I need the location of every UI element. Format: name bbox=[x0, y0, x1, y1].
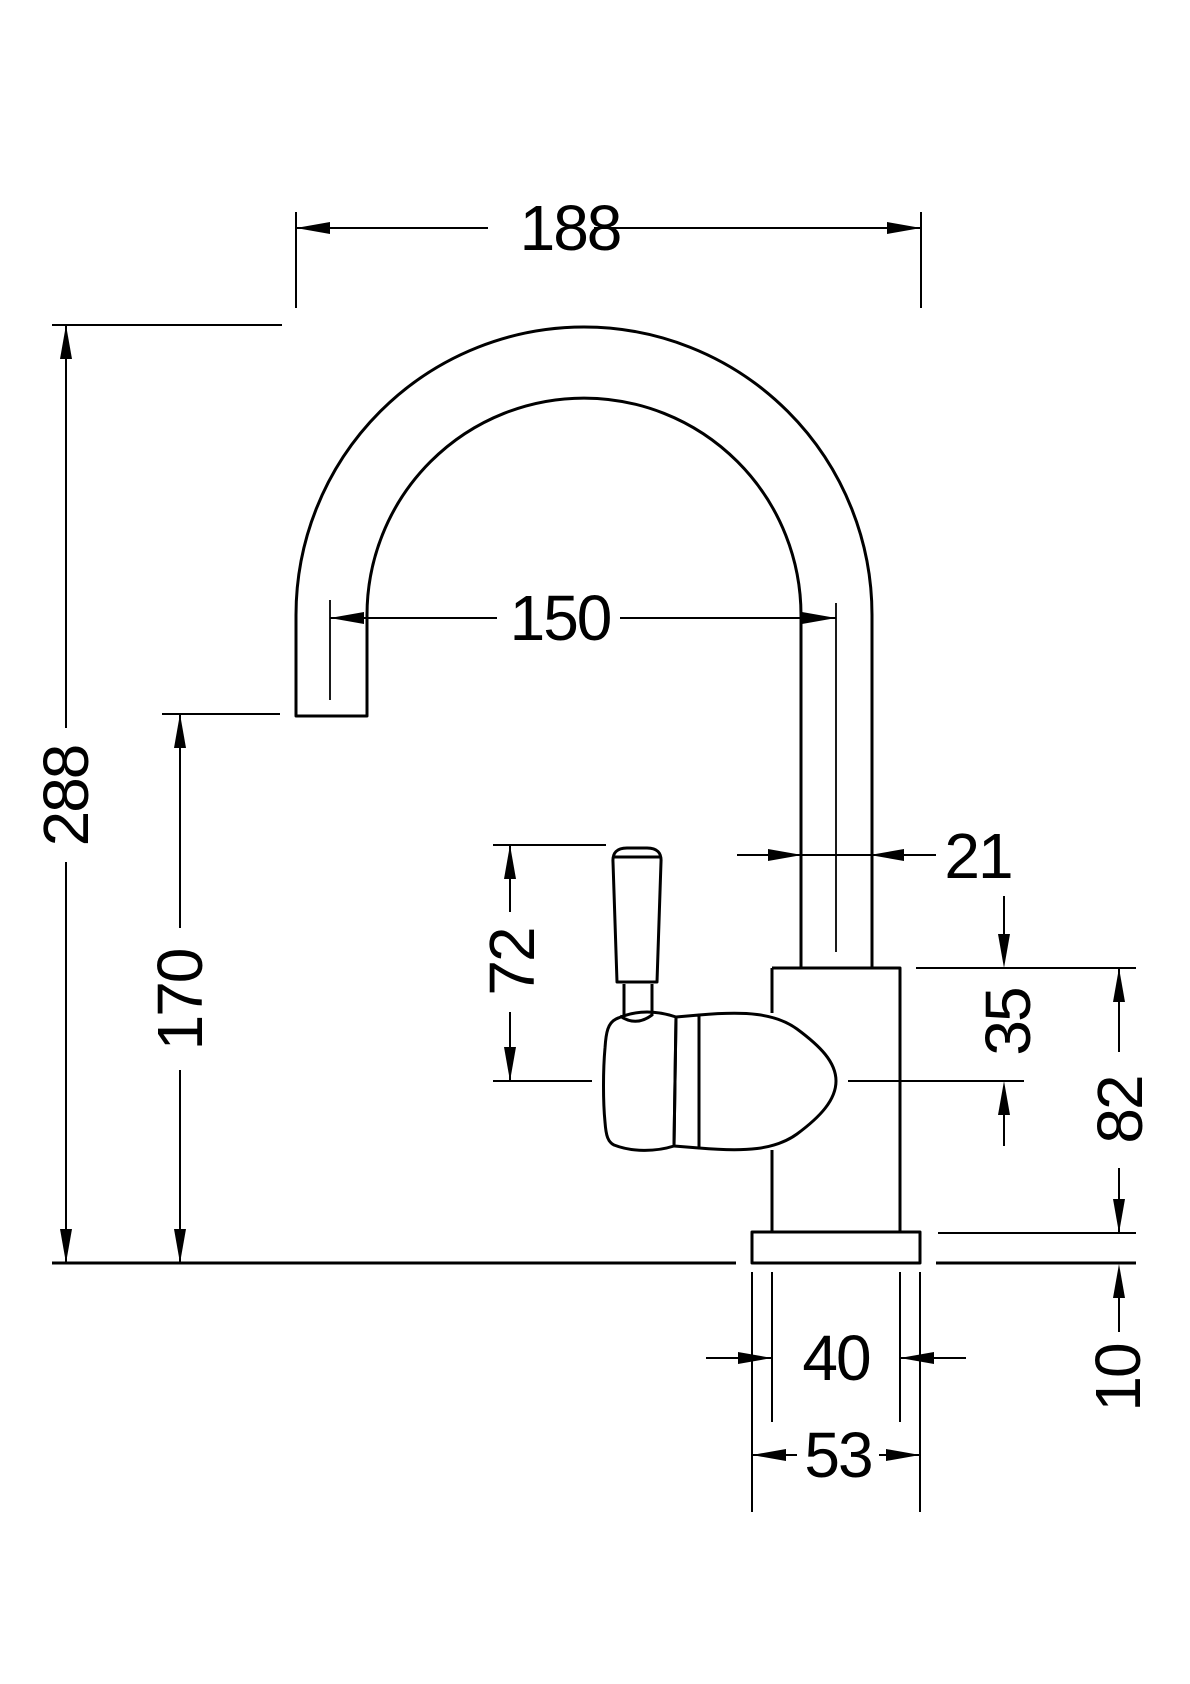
dim-150-arrow-left bbox=[330, 612, 364, 624]
dim-170-arrow-bottom bbox=[174, 1229, 186, 1263]
dim-21-arrow-right bbox=[870, 849, 904, 861]
dim-21-arrow-left bbox=[768, 849, 802, 861]
dim-53-arrow-right bbox=[886, 1449, 920, 1461]
dim-label-72: 72 bbox=[476, 928, 548, 995]
dim-82-arrow-top bbox=[1113, 968, 1125, 1002]
dim-40-arrow-right bbox=[900, 1352, 934, 1364]
dim-170-arrow-top bbox=[174, 714, 186, 748]
extension-lines bbox=[52, 212, 1136, 1512]
dim-188-arrow-left bbox=[296, 222, 330, 234]
dim-label-40: 40 bbox=[802, 1322, 870, 1394]
dim-35-arrow-bottom bbox=[998, 1081, 1010, 1115]
dim-288-arrow-top bbox=[60, 325, 72, 359]
dim-label-188: 188 bbox=[520, 192, 621, 264]
dim-label-150: 150 bbox=[510, 582, 611, 654]
dimension-lines bbox=[60, 222, 1125, 1461]
dim-150-arrow-right bbox=[802, 612, 836, 624]
dim-label-53: 53 bbox=[804, 1419, 871, 1491]
dim-label-35: 35 bbox=[972, 988, 1044, 1055]
dim-72-arrow-bottom bbox=[504, 1047, 516, 1081]
dim-82-arrow-bottom bbox=[1113, 1199, 1125, 1233]
base-plate-outline bbox=[750, 1230, 922, 1265]
dim-188-arrow-right bbox=[887, 222, 921, 234]
dim-label-10: 10 bbox=[1082, 1344, 1154, 1412]
dimension-labels: 188 150 21 40 53 288 170 72 35 82 10 bbox=[30, 192, 1156, 1491]
dim-label-21: 21 bbox=[944, 820, 1011, 892]
handle-lever-outline bbox=[611, 846, 663, 984]
handle-hub-outline bbox=[602, 1010, 678, 1152]
dim-40-arrow-left bbox=[738, 1352, 772, 1364]
body-column-outline bbox=[772, 966, 902, 1232]
cartridge-dome-outline bbox=[697, 1011, 838, 1152]
dim-72-arrow-top bbox=[504, 845, 516, 879]
dim-53-arrow-left bbox=[752, 1449, 786, 1461]
dim-10-arrow bbox=[1113, 1264, 1125, 1298]
valve-collar-outline bbox=[672, 1013, 701, 1150]
handle-hub-stem-dip bbox=[619, 1013, 653, 1023]
faucet-outline bbox=[52, 325, 1136, 1265]
dim-label-170: 170 bbox=[144, 949, 216, 1050]
handle-stem-outline bbox=[622, 984, 654, 1016]
spout-gooseneck-outline bbox=[294, 325, 874, 970]
dim-label-82: 82 bbox=[1084, 1076, 1156, 1143]
dim-label-288: 288 bbox=[30, 746, 102, 847]
dim-35-arrow-top bbox=[998, 934, 1010, 968]
dim-288-arrow-bottom bbox=[60, 1229, 72, 1263]
